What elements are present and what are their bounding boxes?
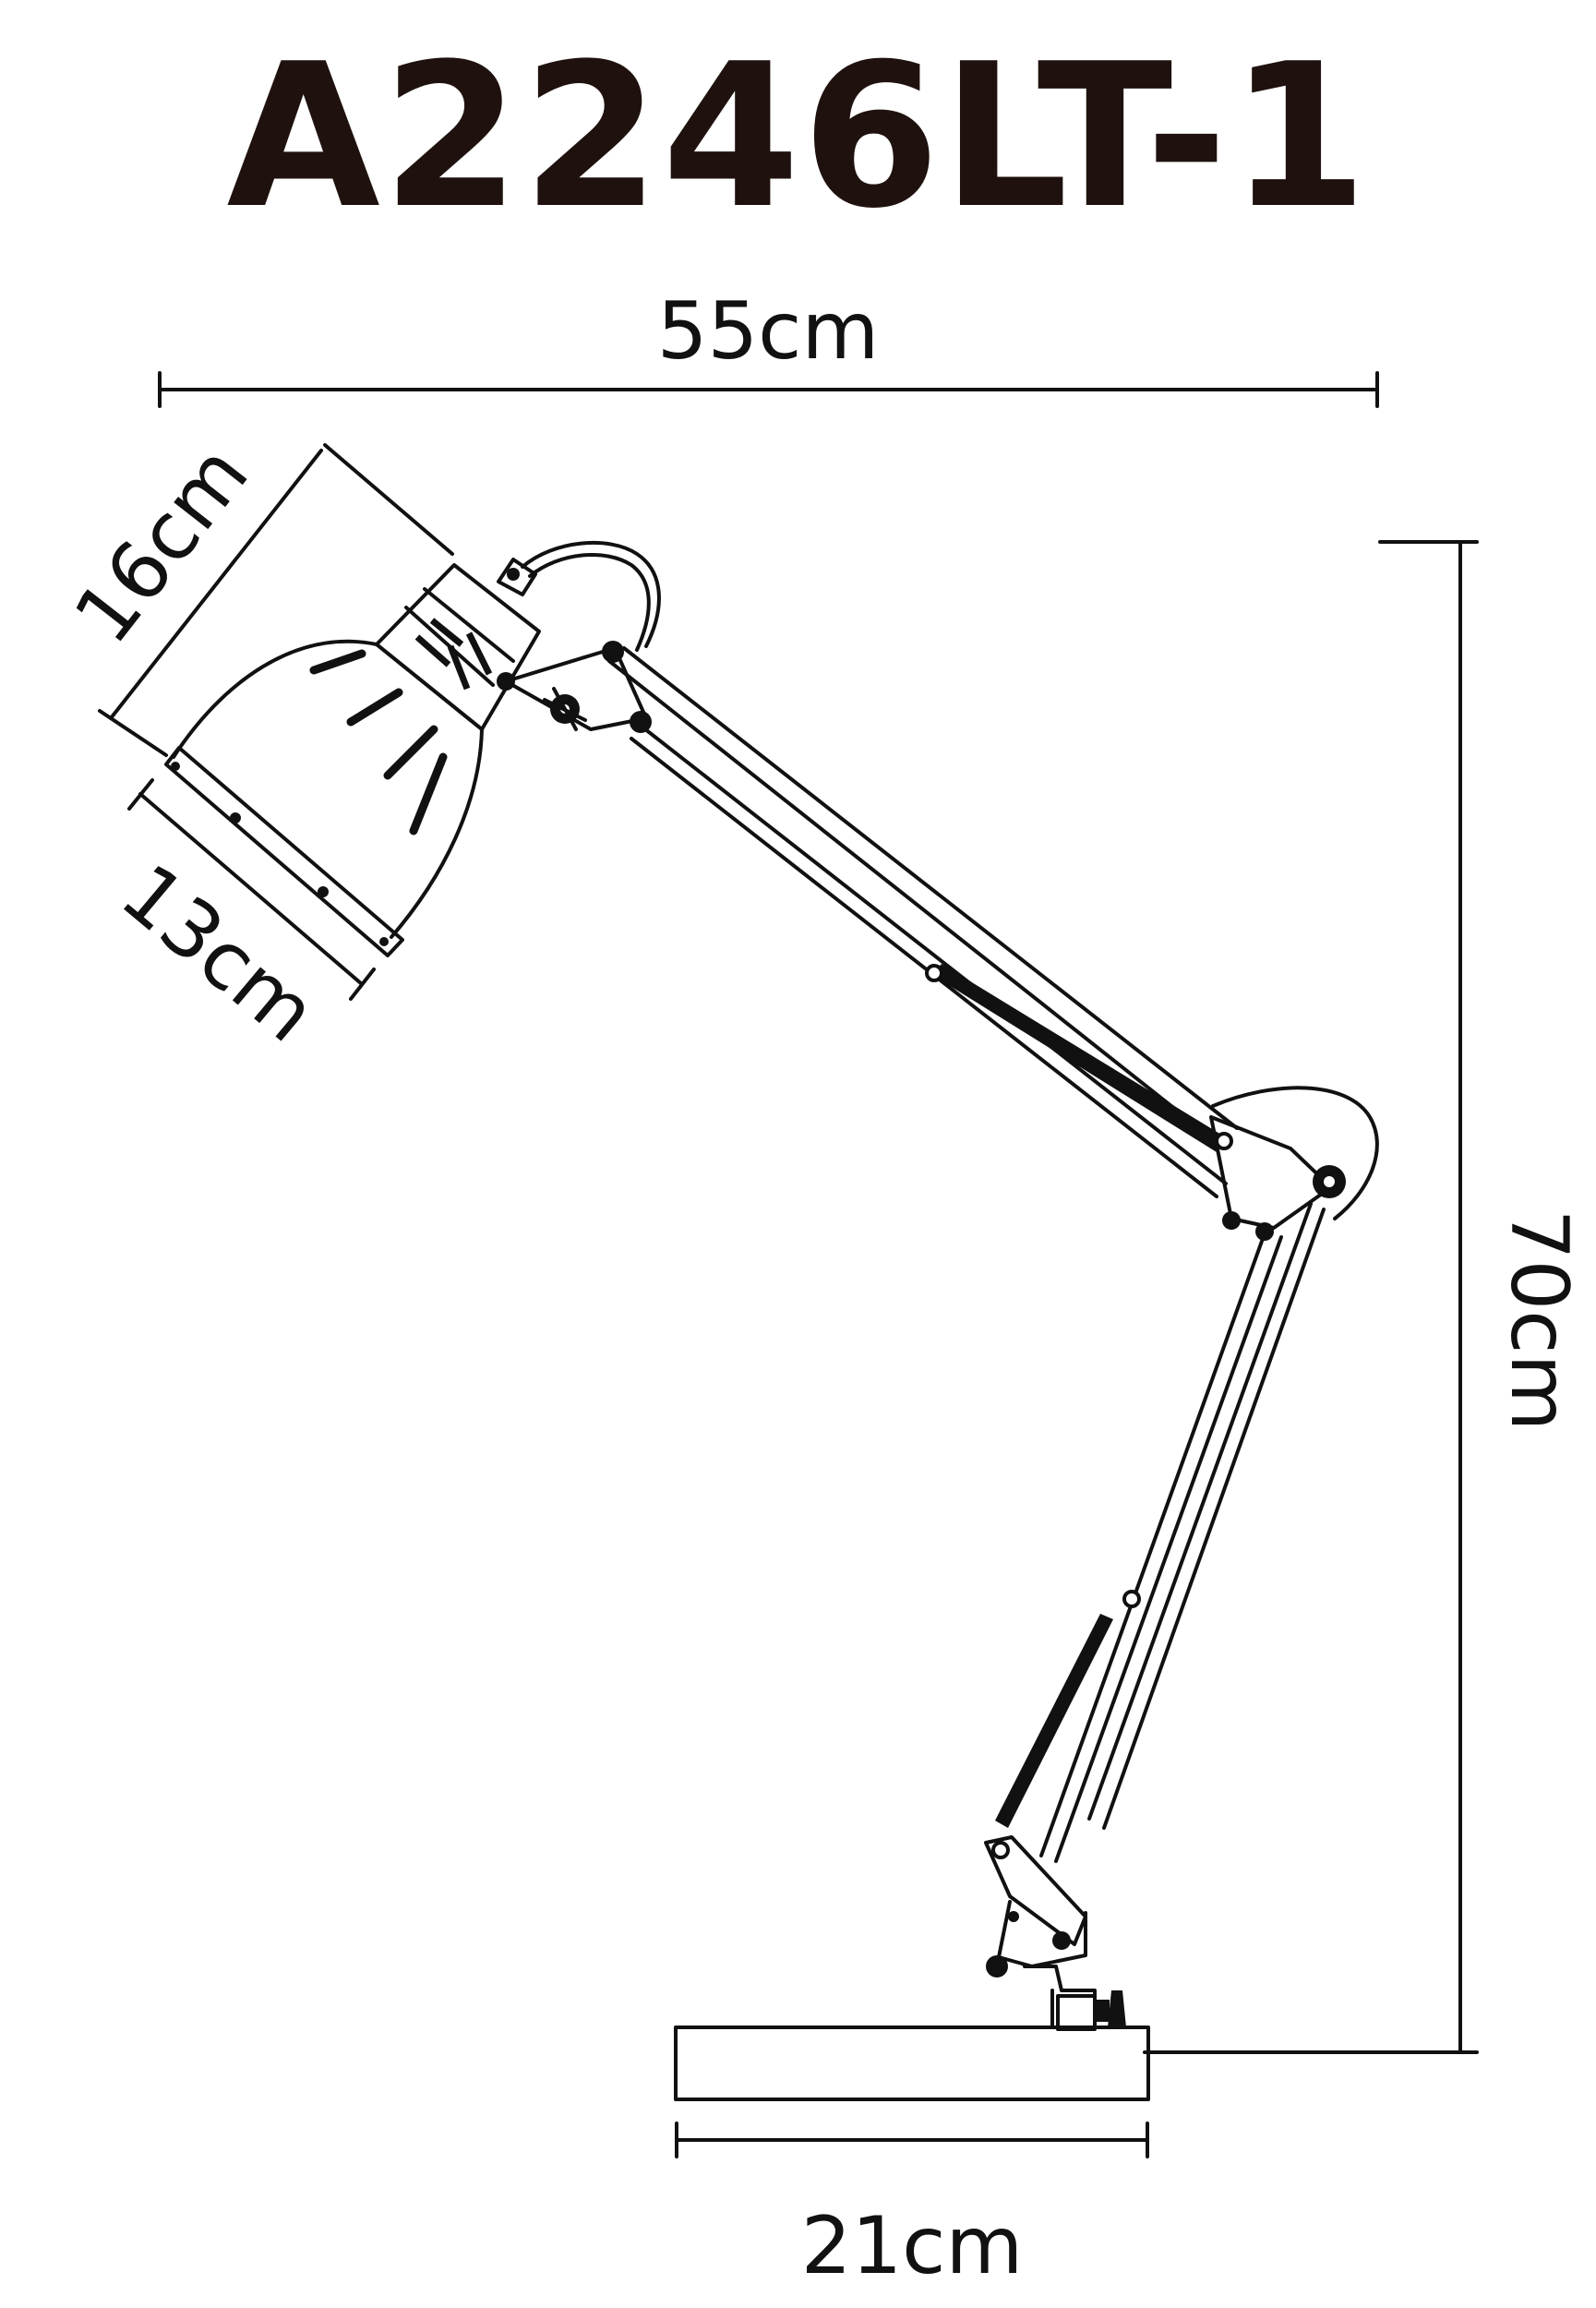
power-cable-top — [521, 540, 661, 648]
base-joint — [984, 1835, 1126, 2031]
upper-arm — [607, 646, 1239, 1198]
lamp-shade — [164, 558, 541, 957]
elbow-joint — [1209, 1086, 1379, 1241]
height-dimension: 70cm — [1143, 540, 1585, 2054]
width-label: 55cm — [657, 285, 880, 378]
height-label: 70cm — [1493, 1209, 1585, 1432]
shade-length-label: 16cm — [57, 429, 267, 661]
shade-length-dimension: 16cm — [57, 429, 454, 757]
lower-arm — [991, 1202, 1326, 1863]
width-dimension: 55cm — [158, 285, 1379, 408]
model-title: A2246LT-1 — [226, 20, 1370, 252]
lamp-base — [674, 2026, 1150, 2101]
base-width-label: 21cm — [801, 2200, 1024, 2292]
base-width-dimension: 21cm — [675, 2122, 1149, 2292]
upper-joint — [497, 641, 652, 733]
